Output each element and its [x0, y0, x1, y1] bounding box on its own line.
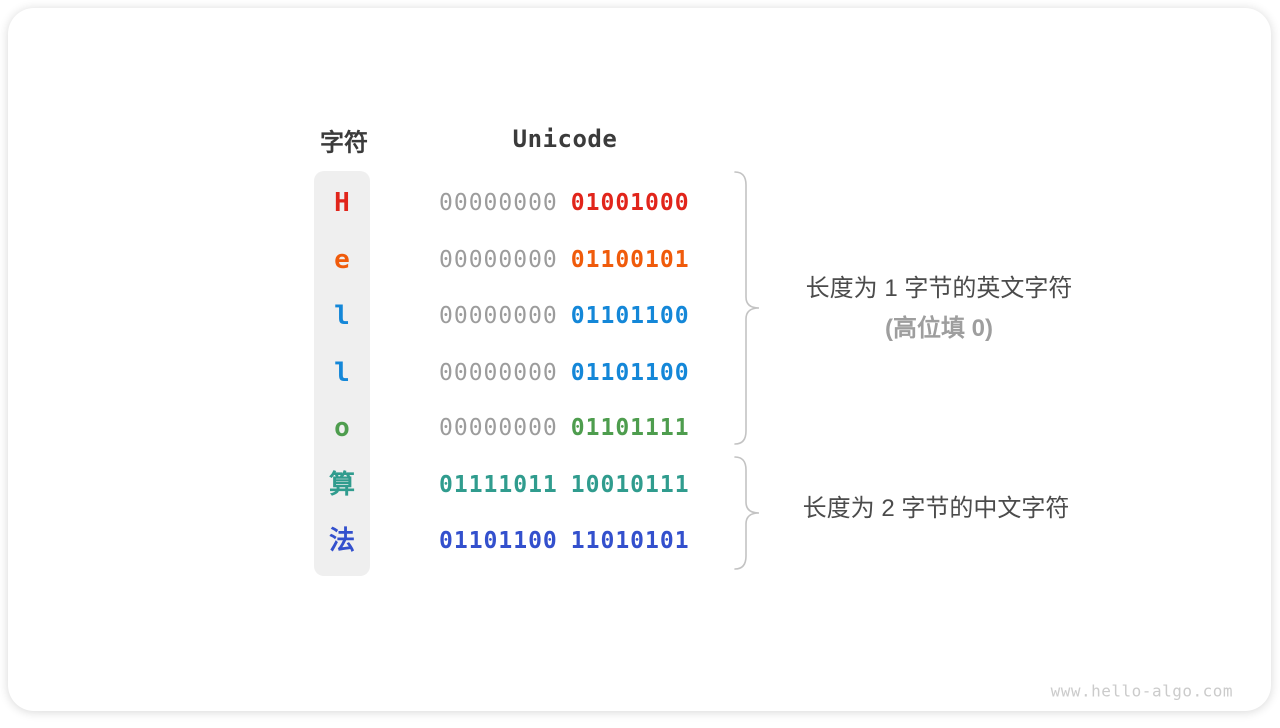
annotation-line-1: 长度为 1 字节的英文字符	[805, 275, 1073, 302]
binary-cell: 00000000 01100101	[439, 243, 690, 277]
byte-high: 00000000	[439, 303, 558, 329]
annotation-one-byte: 长度为 1 字节的英文字符 (高位填 0)	[806, 269, 1073, 349]
binary-cell: 01101100 11010101	[439, 524, 690, 558]
column-header-unicode: Unicode	[512, 125, 618, 153]
table-row: l 00000000 01101100	[8, 356, 1271, 390]
binary-cell: 00000000 01101100	[439, 299, 690, 333]
byte-high: 00000000	[439, 415, 558, 441]
char-cell: o	[334, 413, 350, 443]
table-row: l 00000000 01101100	[8, 299, 1271, 333]
binary-cell: 00000000 01101100	[439, 356, 690, 390]
byte-high: 01101100	[439, 528, 558, 554]
column-header-char: 字符	[320, 129, 368, 157]
binary-cell: 00000000 01001000	[439, 186, 690, 220]
annotation-line-1: 长度为 2 字节的中文字符	[802, 495, 1070, 522]
byte-high: 00000000	[439, 247, 558, 273]
byte-high: 00000000	[439, 360, 558, 386]
byte-low: 01100101	[570, 247, 690, 273]
annotation-line-2: (高位填 0)	[885, 315, 993, 342]
char-cell: 算	[328, 470, 355, 500]
table-row: e 00000000 01100101	[8, 243, 1271, 277]
char-cell: e	[334, 245, 350, 275]
table-row: 算 01111011 10010111	[8, 468, 1271, 502]
table-row: H 00000000 01001000	[8, 186, 1271, 220]
table-row: 法 01101100 11010101	[8, 524, 1271, 558]
byte-low: 10010111	[570, 472, 690, 498]
binary-cell: 01111011 10010111	[439, 468, 690, 502]
annotation-two-byte: 长度为 2 字节的中文字符	[803, 489, 1070, 529]
byte-low: 01001000	[570, 190, 690, 216]
binary-cell: 00000000 01101111	[439, 411, 690, 445]
character-column-strip	[314, 171, 370, 576]
byte-high: 00000000	[439, 190, 558, 216]
char-cell: l	[334, 301, 350, 331]
char-cell: l	[334, 358, 350, 388]
table-row: o 00000000 01101111	[8, 411, 1271, 445]
byte-low: 11010101	[570, 528, 690, 554]
byte-low: 01101100	[570, 303, 690, 329]
char-cell: H	[334, 188, 350, 218]
diagram-card: 字符 Unicode H 00000000 01001000 e 0000000…	[8, 8, 1271, 711]
byte-low: 01101111	[570, 415, 690, 441]
char-cell: 法	[328, 526, 355, 556]
byte-low: 01101100	[570, 360, 690, 386]
watermark-url: www.hello-algo.com	[1050, 681, 1233, 701]
byte-high: 01111011	[439, 472, 558, 498]
